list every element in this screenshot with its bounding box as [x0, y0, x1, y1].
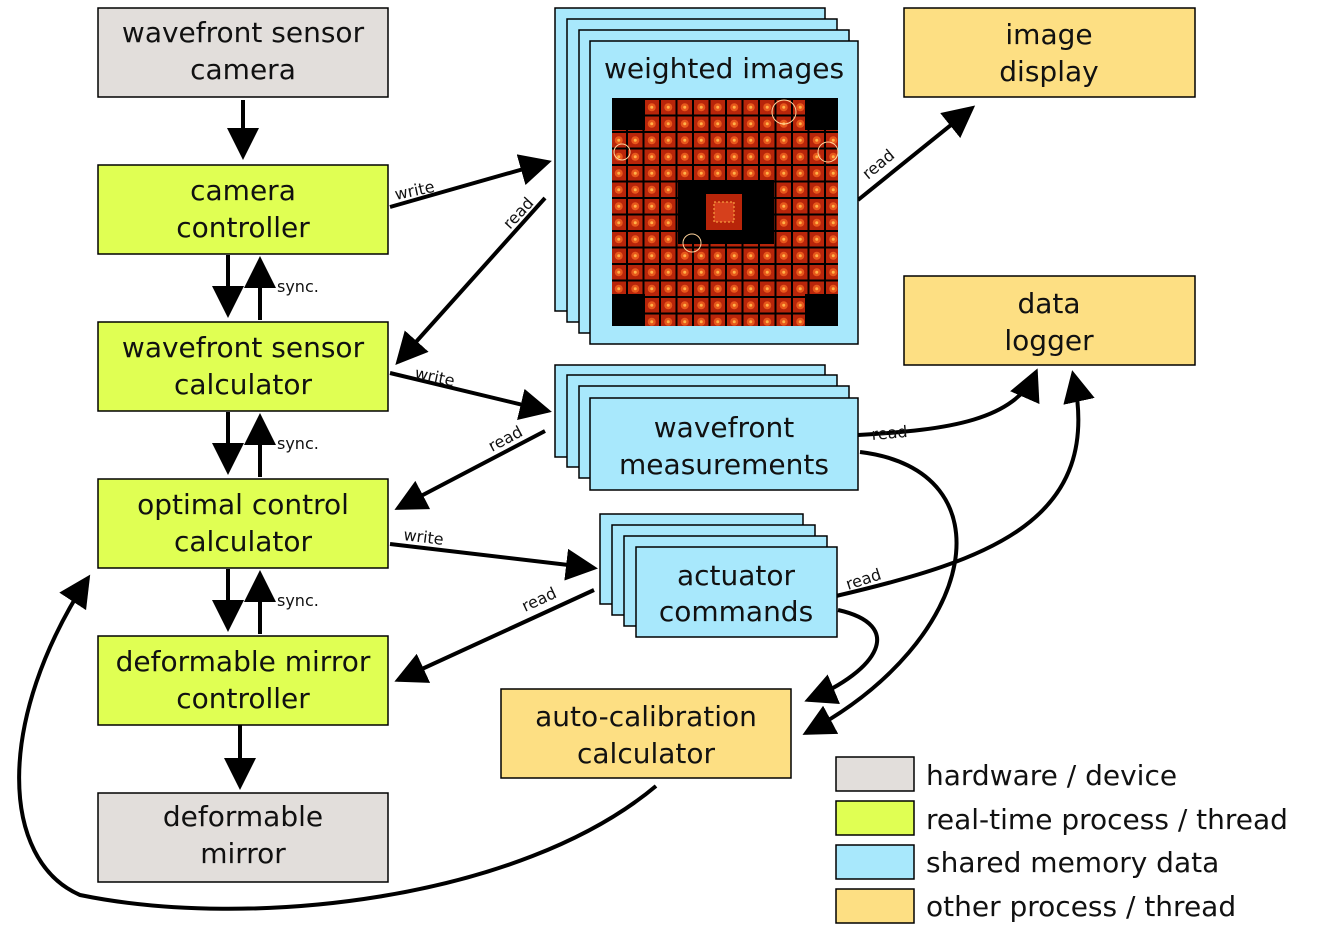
edge-read-images-wfs-calc	[395, 196, 547, 365]
edge-read-images-display	[856, 105, 976, 202]
label-write-1: write	[393, 177, 436, 204]
node-label-line: calculator	[577, 737, 716, 770]
node-camera-controller: camera controller	[97, 164, 389, 255]
node-wavefront-measurements: wavefront measurements	[554, 364, 859, 491]
edges	[17, 100, 1095, 911]
edge-autocal-to-optimal	[17, 574, 658, 911]
legend-item-other: other process / thread	[835, 888, 1236, 924]
edge-read-measurements-optimal	[394, 429, 546, 510]
node-wavefront-sensor-camera: wavefront sensor camera	[97, 7, 389, 98]
node-label-line: logger	[1004, 324, 1094, 357]
node-wavefront-sensor-calculator: wavefront sensor calculator	[97, 321, 389, 412]
node-label-line: controller	[176, 211, 310, 244]
node-label-line: actuator	[677, 559, 796, 592]
node-label-line: wavefront sensor	[122, 331, 365, 364]
legend: hardware / device real-time process / th…	[835, 756, 1288, 924]
node-label-line: weighted images	[604, 52, 844, 85]
label-sync-1: sync.	[277, 277, 319, 296]
edge-read-commands-dm-controller	[394, 588, 595, 683]
label-sync-3: sync.	[277, 591, 319, 610]
node-label-line: wavefront sensor	[122, 16, 365, 49]
legend-item-hardware: hardware / device	[835, 756, 1177, 792]
node-label-line: calculator	[174, 525, 313, 558]
node-label-line: calculator	[174, 368, 313, 401]
node-label-line: image	[1005, 18, 1092, 51]
node-label-line: optimal control	[137, 488, 349, 521]
node-label-line: commands	[659, 595, 813, 628]
node-weighted-images: weighted images	[554, 7, 859, 345]
node-data-logger: data logger	[903, 275, 1196, 366]
label-write-3: write	[403, 525, 445, 549]
edge-write-optimal-commands	[389, 542, 598, 581]
node-deformable-mirror: deformable mirror	[97, 792, 389, 883]
node-label-line: camera	[190, 174, 296, 207]
node-label-line: camera	[190, 53, 296, 86]
node-optimal-control-calculator: optimal control calculator	[97, 478, 389, 569]
node-label-line: mirror	[200, 837, 286, 870]
label-read-4: read	[858, 145, 898, 183]
legend-label: other process / thread	[926, 890, 1236, 923]
node-label-line: display	[999, 55, 1098, 88]
edge-commands-autocal	[804, 608, 880, 704]
edge-read-commands-logger	[835, 370, 1095, 598]
node-label-line: measurements	[619, 448, 829, 481]
legend-label: real-time process / thread	[926, 803, 1288, 836]
label-write-2: write	[413, 363, 456, 390]
label-sync-2: sync.	[277, 434, 319, 453]
node-actuator-commands: actuator commands	[599, 513, 838, 638]
node-image-display: image display	[903, 7, 1196, 98]
node-label-line: deformable mirror	[116, 645, 371, 678]
legend-item-shared: shared memory data	[835, 844, 1219, 880]
node-label-line: deformable	[163, 800, 323, 833]
edge-write-wfs-calc-measurements	[389, 371, 552, 421]
node-deformable-mirror-controller: deformable mirror controller	[97, 635, 389, 726]
legend-label: hardware / device	[926, 759, 1177, 792]
legend-label: shared memory data	[926, 846, 1219, 879]
legend-item-realtime: real-time process / thread	[835, 800, 1288, 836]
node-auto-calibration-calculator: auto-calibration calculator	[500, 688, 792, 779]
node-label-line: data	[1017, 287, 1080, 320]
node-label-line: wavefront	[654, 411, 794, 444]
edge-read-measurements-logger	[857, 368, 1040, 437]
edge-measurements-autocal	[802, 450, 959, 735]
node-label-line: auto-calibration	[535, 700, 757, 733]
weighted-image-thumbnail	[612, 98, 839, 326]
edge-write-camera-controller-images	[389, 154, 552, 209]
label-read-5: read	[871, 422, 909, 444]
node-label-line: controller	[176, 682, 310, 715]
